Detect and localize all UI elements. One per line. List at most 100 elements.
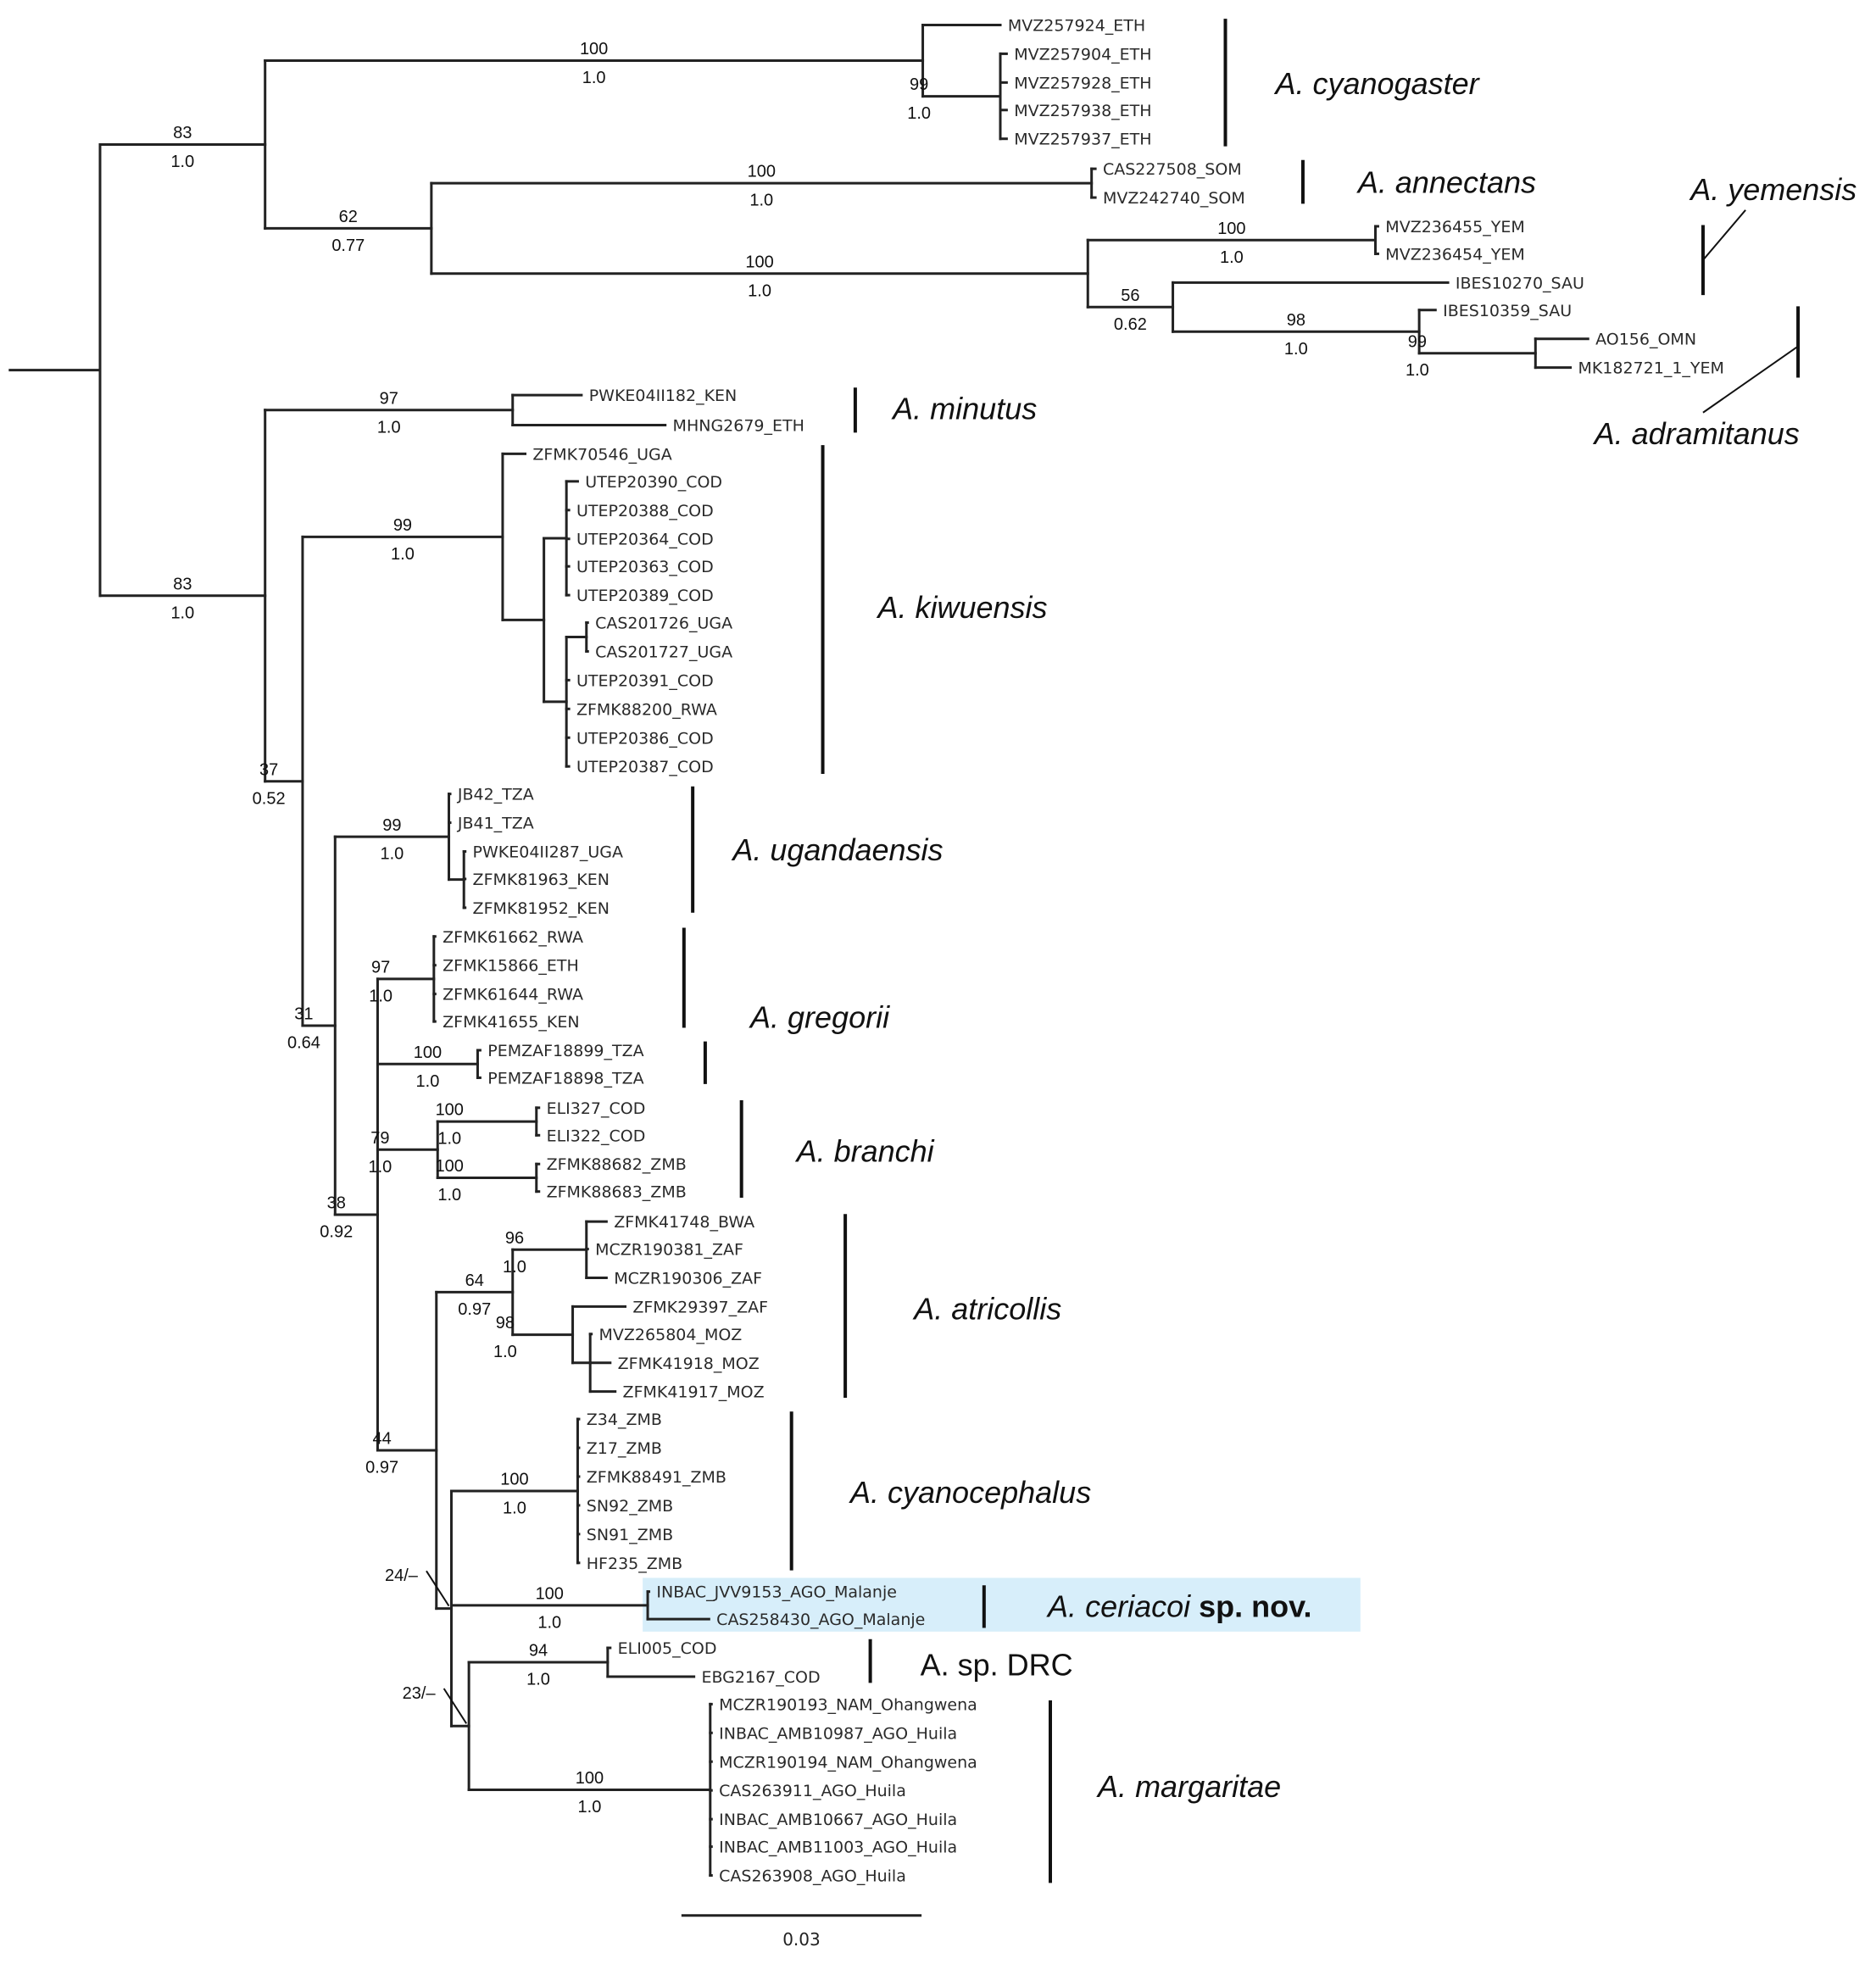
leaf-label: ZFMK88491_ZMB — [587, 1468, 726, 1487]
leaf-label: MVZ257904_ETH — [1014, 45, 1151, 64]
leaf-label: ELI322_COD — [547, 1127, 646, 1145]
leaf-label: UTEP20390_COD — [585, 473, 722, 492]
clade-genus: A. — [749, 1000, 779, 1035]
clade-label-annectans: A. annectans — [1356, 164, 1536, 199]
leaf-label: INBAC_AMB11003_AGO_Huila — [719, 1839, 957, 1857]
posterior-value: 1.0 — [377, 418, 401, 437]
leaf-label: CAS201726_UGA — [595, 615, 732, 633]
leaf-label: CAS263911_AGO_Huila — [719, 1782, 906, 1800]
posterior-value: 0.77 — [331, 236, 365, 255]
highlight-layer — [643, 1577, 1361, 1632]
posterior-value: 1.0 — [503, 1499, 526, 1517]
leaf-label: PEMZAF18899_TZA — [487, 1042, 643, 1060]
clade-genus: A. — [1046, 1588, 1077, 1623]
posterior-value: 1.0 — [907, 104, 931, 123]
bootstrap-value: 99 — [1408, 332, 1427, 351]
leaf-label: ZFMK41917_MOZ — [623, 1383, 765, 1402]
leaf-label: MVZ257937_ETH — [1014, 131, 1151, 149]
scale-bar: 0.03 — [681, 1914, 922, 1950]
clade-epithet: margaritae — [1127, 1769, 1281, 1804]
clade-epithet: adramitanus — [1623, 416, 1800, 451]
clade-genus: A. — [1096, 1769, 1127, 1804]
bootstrap-value: 64 — [465, 1271, 484, 1290]
leaf-label: UTEP20364_COD — [576, 531, 714, 549]
posterior-value: 0.92 — [320, 1223, 353, 1242]
clade-label-drc: A. sp. DRC — [921, 1648, 1073, 1683]
leaf-label: IBES10359_SAU — [1443, 302, 1572, 320]
bootstrap-value: 98 — [496, 1314, 515, 1333]
clade-epithet: gregorii — [779, 1000, 890, 1035]
leaf-label: ZFMK70546_UGA — [532, 445, 671, 464]
posterior-value: 1.0 — [526, 1671, 550, 1689]
posterior-value: 1.0 — [368, 1158, 392, 1177]
leaf-label: ZFMK61644_RWA — [443, 986, 583, 1004]
clade-suffix: sp. DRC — [949, 1648, 1073, 1683]
clade-genus: A. — [912, 1291, 943, 1326]
leaf-label: MVZ265804_MOZ — [599, 1326, 743, 1344]
posterior-value: 1.0 — [503, 1258, 526, 1277]
leaf-label: ZFMK88682_ZMB — [547, 1155, 687, 1174]
bootstrap-value: 97 — [371, 959, 390, 977]
leaf-label: MK182721_1_YEM — [1578, 359, 1723, 378]
posterior-value: 1.0 — [1220, 248, 1244, 267]
posterior-value: 1.0 — [582, 69, 606, 87]
posterior-value: 1.0 — [437, 1186, 461, 1205]
leaf-label: IBES10270_SAU — [1456, 274, 1584, 292]
clade-label-cyanogaster: A. cyanogaster — [1274, 66, 1481, 101]
clade-label-kiwuensis: A. kiwuensis — [876, 590, 1047, 625]
bootstrap-value: 31 — [294, 1005, 313, 1024]
leaf-label: MCZR190194_NAM_Ohangwena — [719, 1753, 977, 1772]
leaf-label: MCZR190306_ZAF — [614, 1269, 762, 1288]
posterior-value: 0.97 — [458, 1300, 491, 1319]
posterior-value: 1.0 — [170, 604, 194, 622]
leaf-label: EBG2167_COD — [701, 1668, 820, 1687]
leaf-label: ZFMK61662_RWA — [443, 928, 583, 947]
bootstrap-value: 44 — [372, 1430, 391, 1449]
leaf-label: ZFMK15866_ETH — [443, 957, 579, 976]
leaf-label: ZFMK41918_MOZ — [618, 1355, 760, 1373]
clade-label-atricollis: A. atricollis — [912, 1291, 1061, 1326]
leaf-label: MVZ236454_YEM — [1385, 245, 1524, 264]
clade-suffix: sp. nov. — [1190, 1588, 1311, 1623]
leaf-label: UTEP20386_COD — [576, 729, 714, 748]
clade-epithet: minutus — [921, 391, 1037, 426]
bootstrap-value: 100 — [414, 1043, 442, 1062]
posterior-value: 0.62 — [1114, 315, 1147, 334]
bootstrap-value: 83 — [173, 124, 192, 142]
clade-genus: A. — [1274, 66, 1305, 101]
leaf-label: UTEP20391_COD — [576, 671, 714, 690]
leaf-label: INBAC_AMB10987_AGO_Huila — [719, 1724, 957, 1743]
leaf-label: UTEP20387_COD — [576, 758, 714, 776]
leaf-label: Z34_ZMB — [587, 1410, 662, 1429]
clade-epithet: branchi — [826, 1133, 935, 1168]
leaf-label: JB42_TZA — [457, 786, 534, 804]
posterior-value: 1.0 — [493, 1343, 517, 1361]
posterior-value: 0.64 — [287, 1034, 320, 1053]
clade-label-ceriacoi: A. ceriacoi sp. nov. — [1046, 1588, 1311, 1623]
yemensis-pointer — [1702, 209, 1746, 261]
clade-epithet: annectans — [1387, 164, 1536, 199]
leaf-label: UTEP20389_COD — [576, 587, 714, 605]
bootstrap-value: 37 — [259, 760, 278, 779]
bootstrap-value: 100 — [576, 1769, 604, 1788]
new-species-highlight — [643, 1577, 1361, 1632]
bootstrap-value: 97 — [380, 389, 398, 408]
clade-genus: A. — [891, 391, 921, 426]
leaf-label: ELI327_COD — [547, 1099, 646, 1118]
clade-label-adramitanus: A. adramitanus — [1593, 416, 1800, 451]
posterior-value: 1.0 — [391, 545, 415, 564]
bootstrap-value: 99 — [393, 516, 412, 535]
leaf-label: AO156_OMN — [1595, 331, 1696, 349]
clade-label-margaritae: A. margaritae — [1096, 1769, 1281, 1804]
posterior-value: 0.52 — [253, 789, 286, 808]
clade-label-ugandaensis: A. ugandaensis — [731, 832, 943, 867]
clade-epithet: kiwuensis — [906, 590, 1047, 625]
clade-epithet: ceriacoi — [1077, 1588, 1191, 1623]
posterior-value: 1.0 — [1284, 340, 1308, 359]
adramitanus-pointer — [1702, 345, 1799, 414]
bootstrap-value: 94 — [529, 1642, 548, 1661]
leaf-label: ELI005_COD — [618, 1639, 717, 1658]
clade-epithet: atricollis — [943, 1291, 1061, 1326]
